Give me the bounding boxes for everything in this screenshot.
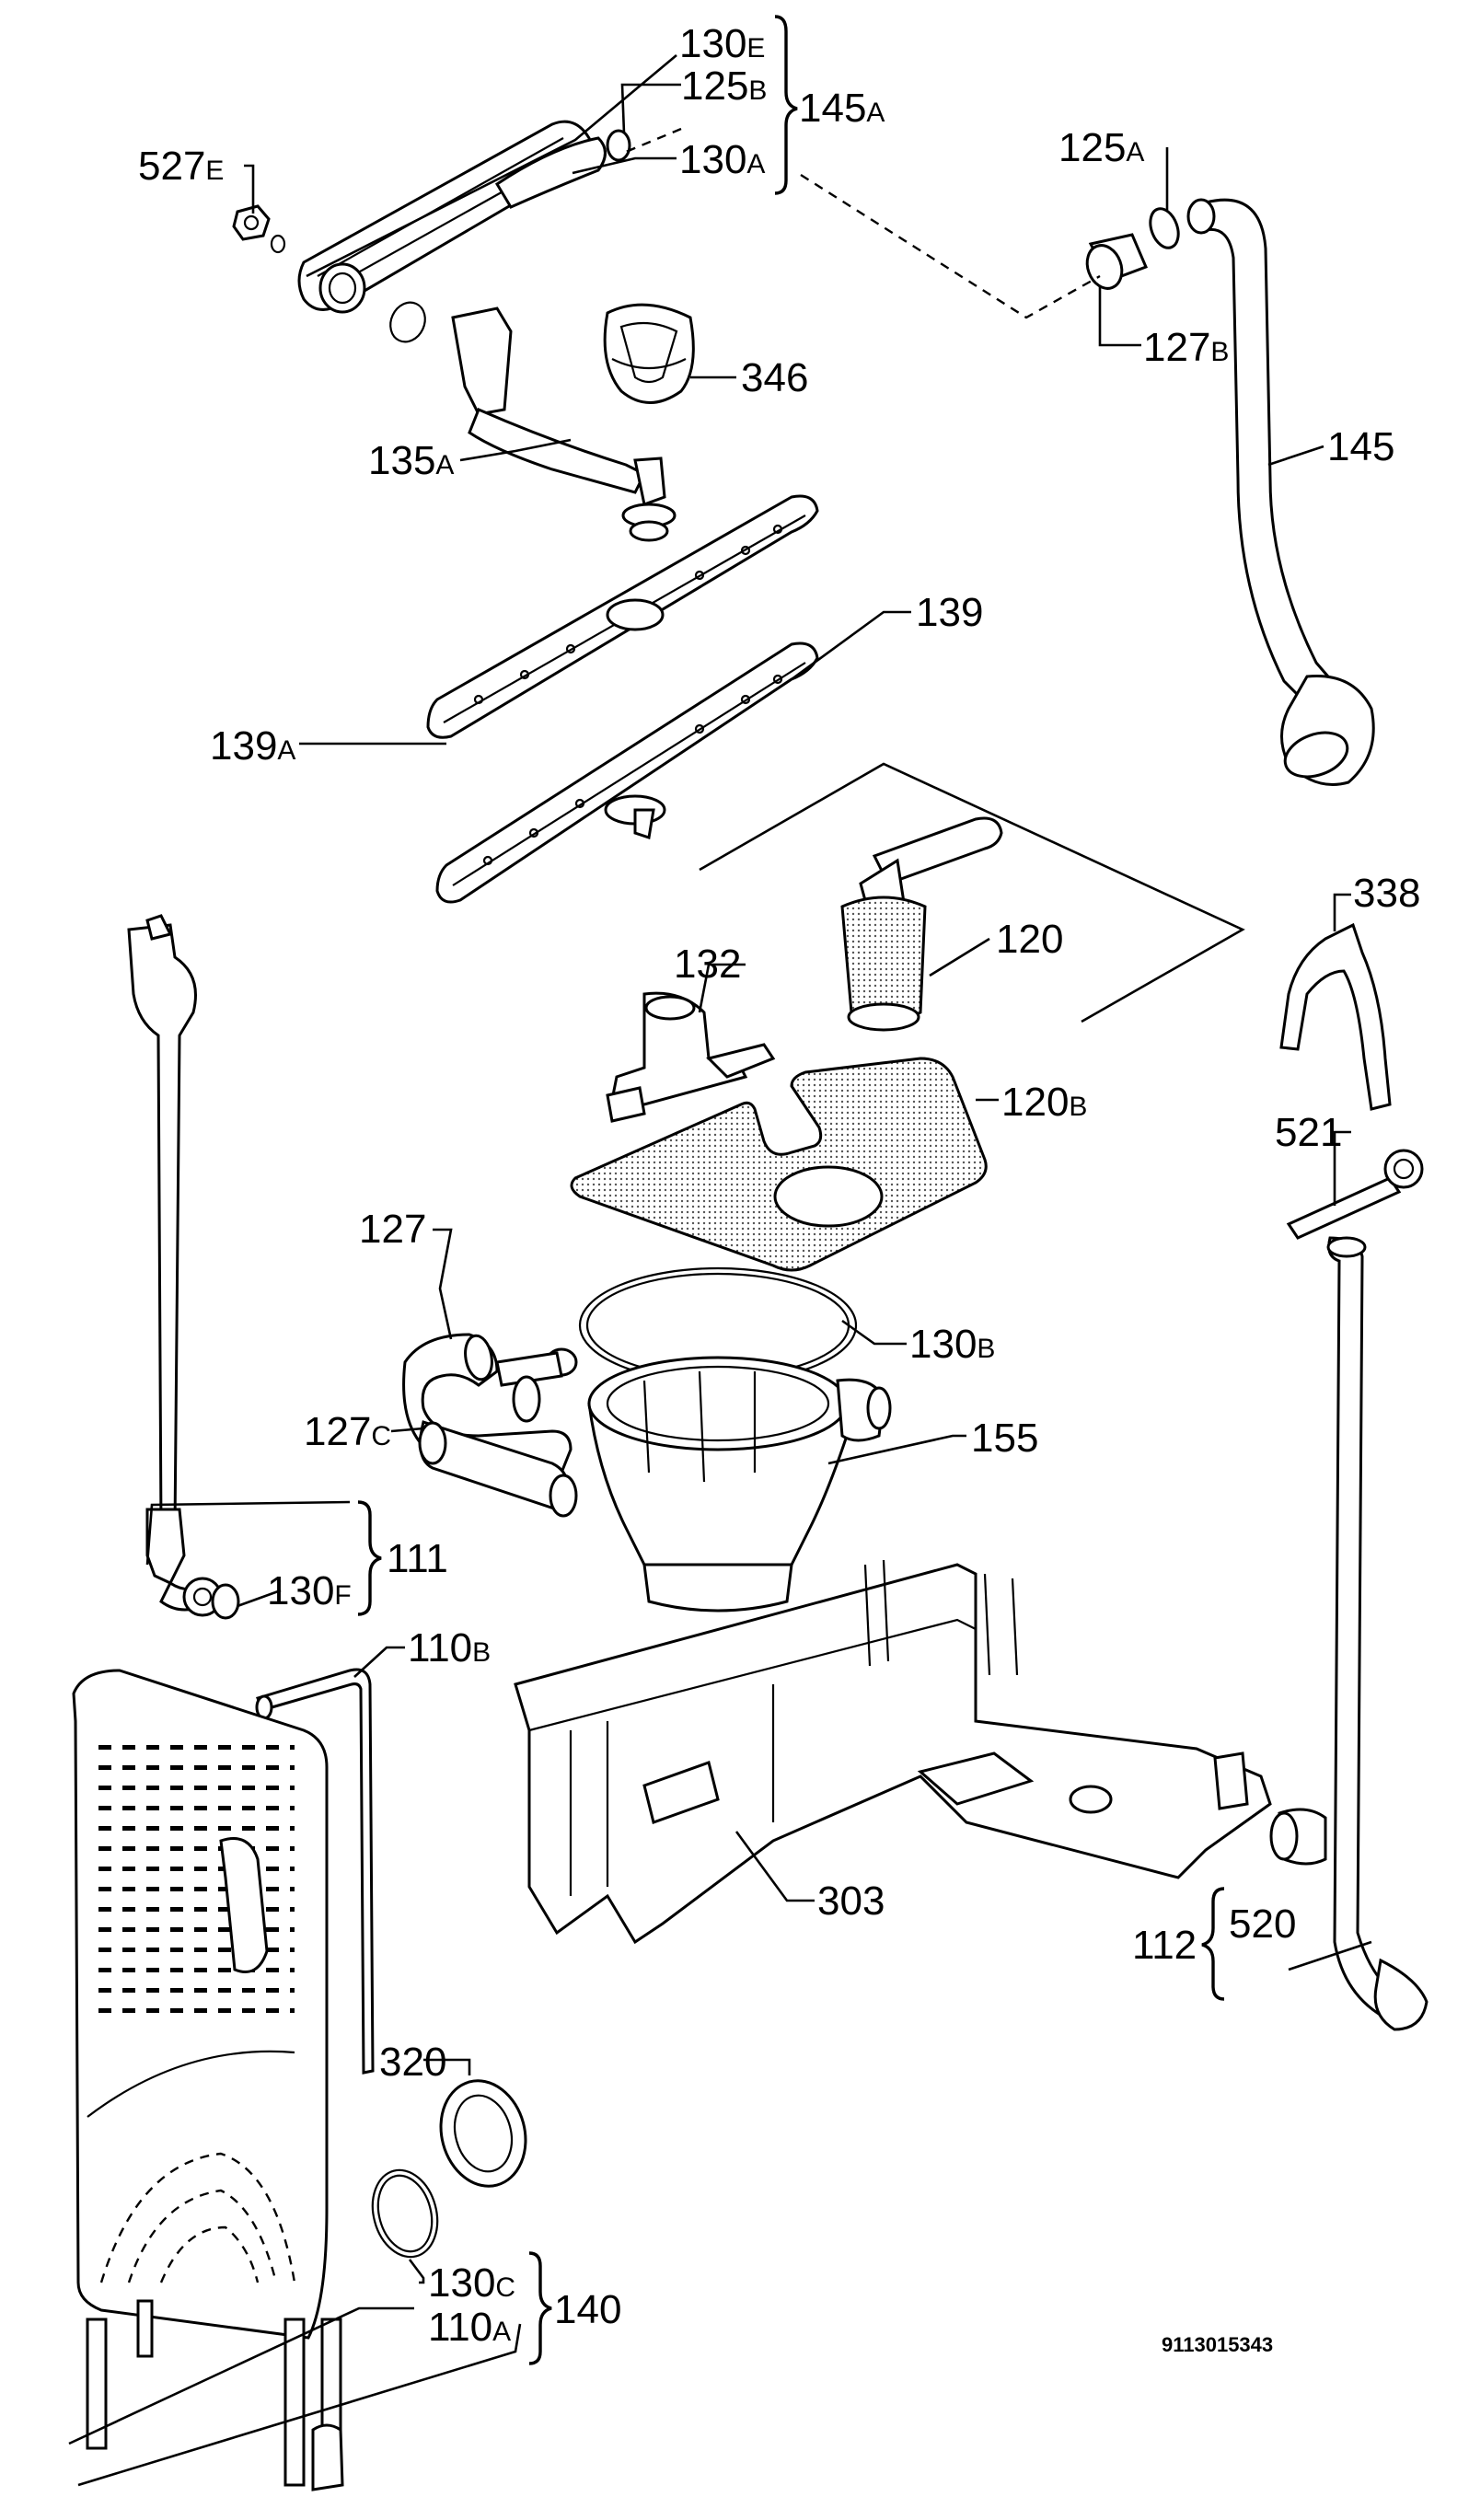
label-111: 111	[387, 1536, 448, 1581]
label-112: 112	[1132, 1923, 1197, 1968]
label-132: 132	[674, 942, 741, 987]
filter-area-outline	[699, 762, 1245, 1023]
label-520: 520	[1229, 1902, 1296, 1947]
label-120: 120	[996, 917, 1063, 962]
hose-127c	[418, 1420, 578, 1518]
label-145: 145	[1327, 424, 1394, 469]
label-127b: 127B	[1143, 325, 1229, 370]
label-110b: 110B	[408, 1625, 491, 1670]
group-braces	[357, 15, 1225, 2365]
label-135a: 135A	[368, 438, 454, 483]
softener-tank-140	[72, 1669, 344, 2491]
part-labels: 130E 125B 145A 130A 527E 125A 127B 346 1…	[138, 21, 1420, 2356]
o-ring-130a	[389, 301, 426, 343]
label-527e: 527E	[138, 144, 224, 189]
connector-520	[1269, 1808, 1327, 1866]
label-139: 139	[916, 590, 983, 635]
drain-hose-112	[1326, 1236, 1429, 2031]
strap-521	[1286, 1149, 1424, 1240]
spray-arm-support	[451, 306, 677, 542]
spray-arm-139a	[426, 494, 819, 739]
label-130a: 130A	[679, 137, 765, 182]
label-130c: 130C	[428, 2260, 515, 2306]
filter-plate	[570, 1057, 988, 1272]
label-130f: 130F	[267, 1568, 352, 1613]
label-120b: 120B	[1001, 1080, 1087, 1125]
salt-container-cap	[603, 303, 695, 404]
label-110a: 110A	[428, 2305, 511, 2350]
label-521: 521	[1275, 1110, 1342, 1155]
connector-127b	[1085, 233, 1148, 290]
base-303	[514, 1559, 1272, 1945]
label-155: 155	[971, 1416, 1038, 1461]
spray-arm-139	[435, 642, 819, 904]
label-127c: 127C	[304, 1409, 391, 1454]
seal-125b	[606, 129, 631, 162]
tube-110b	[255, 1668, 375, 2075]
fitting-132	[606, 991, 776, 1123]
upper-spray-arm-pipe	[297, 120, 607, 314]
seal-130f	[211, 1583, 240, 1620]
nut-527e	[232, 204, 286, 254]
document-number: 9113015343	[1162, 2333, 1273, 2356]
label-125b: 125B	[681, 64, 767, 109]
label-130b: 130B	[909, 1322, 995, 1367]
sump-155	[587, 1356, 892, 1613]
seal-125a	[1149, 207, 1180, 249]
label-320: 320	[379, 2040, 446, 2085]
micro-filter	[840, 816, 1003, 1032]
hose-145	[1186, 198, 1375, 786]
label-140: 140	[554, 2287, 621, 2332]
label-346: 346	[741, 355, 808, 400]
label-338: 338	[1353, 871, 1420, 916]
label-125a: 125A	[1058, 125, 1144, 170]
label-130e: 130E	[679, 21, 765, 66]
ring-130c	[371, 2168, 439, 2259]
label-145a: 145A	[799, 86, 885, 131]
label-303: 303	[817, 1878, 885, 1924]
bracket-338	[1279, 922, 1392, 1111]
label-127: 127	[359, 1207, 426, 1252]
inlet-hose-111	[127, 914, 223, 1617]
label-139a: 139A	[210, 723, 295, 769]
seal-320	[439, 2079, 527, 2188]
leader-lines	[68, 54, 1372, 2487]
